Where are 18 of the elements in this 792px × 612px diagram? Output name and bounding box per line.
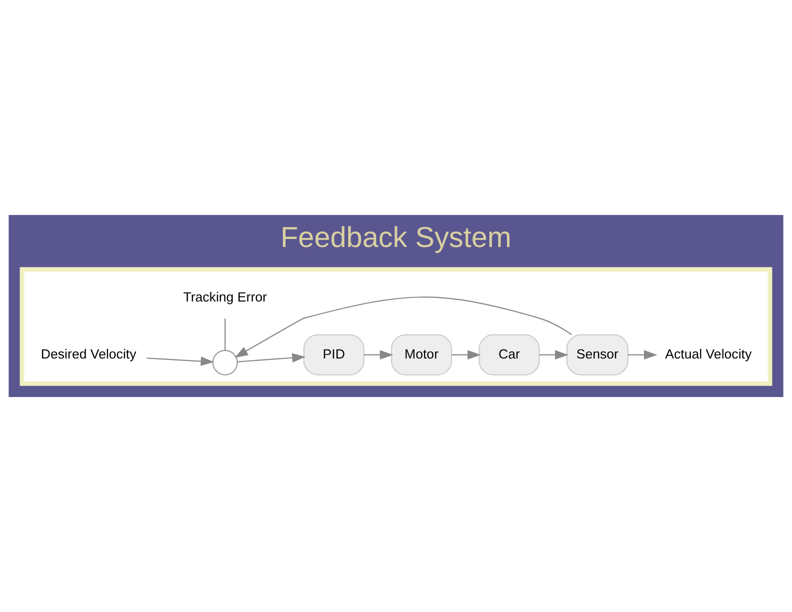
arrow bbox=[364, 350, 394, 360]
arrow bbox=[452, 350, 481, 360]
node-box: Car bbox=[478, 334, 540, 376]
node-circle bbox=[212, 350, 238, 376]
arrow bbox=[539, 350, 568, 360]
arrow bbox=[628, 350, 658, 360]
arrow bbox=[146, 356, 214, 366]
node-box: PID bbox=[303, 334, 364, 376]
cluster bbox=[20, 267, 772, 386]
node-text: Desired Velocity bbox=[40, 346, 136, 362]
node-text: Tracking Error bbox=[183, 290, 267, 305]
node-box: Sensor bbox=[566, 334, 628, 376]
arrow bbox=[238, 353, 306, 362]
node-text: Actual Velocity bbox=[665, 346, 752, 362]
diagram-title: Feedback System bbox=[280, 222, 512, 254]
arrow bbox=[234, 296, 572, 358]
node-box: Motor bbox=[391, 334, 452, 376]
connector bbox=[224, 318, 226, 350]
